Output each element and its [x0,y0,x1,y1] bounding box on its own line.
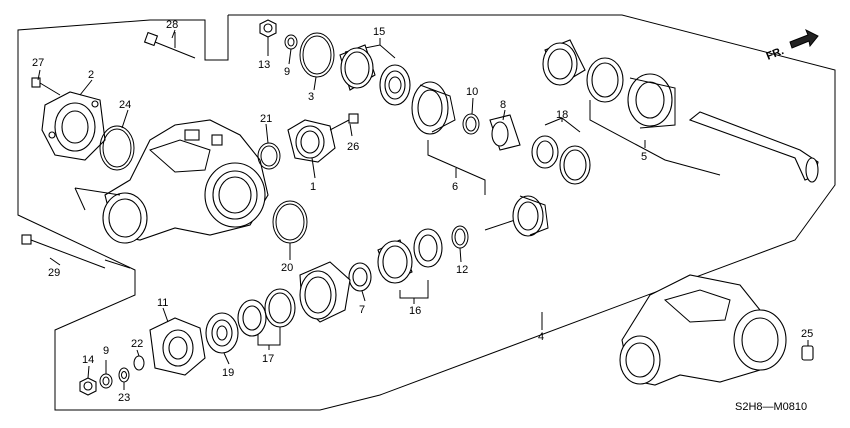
part-label-p25: 25 [801,328,813,340]
output-shaft [688,111,819,183]
assembly-boundary [17,14,836,411]
bracket-5 [589,100,721,176]
leader-lines [37,29,809,390]
washer-9-bottom [99,373,113,389]
bolt-27 [31,77,61,96]
part-label-p28: 28 [166,19,178,31]
nut-13 [259,19,277,38]
bracket-6 [427,140,486,195]
transfer-housing [74,119,269,244]
bracket-16 [399,280,429,299]
part-label-p11: 11 [157,297,168,309]
part-label-p17: 17 [262,353,274,365]
part-label-p12: 12 [456,264,468,276]
part-label-p14: 14 [82,354,94,366]
bearing-18 [531,135,591,185]
part-label-p13: 13 [258,59,270,71]
part-label-p5: 5 [641,151,647,163]
part-label-p8: 8 [500,99,506,111]
part-label-p27: 27 [32,57,44,69]
gear-19 [205,312,239,354]
washer-23 [118,367,130,383]
part-label-p22: 22 [131,338,143,350]
part-label-p1: 1 [310,181,316,193]
part-label-p23: 23 [118,392,130,404]
cap-1 [287,119,336,163]
seal-3 [299,32,335,78]
front-label: FR. [765,45,786,63]
part-label-p24: 24 [119,99,131,111]
bevel-gear-6 [411,81,456,135]
part-label-p20: 20 [281,262,293,274]
o-ring-24 [99,125,135,171]
part-label-p21: 21 [260,113,272,125]
pinion-shaft-6 [484,195,549,237]
o-ring-20 [272,200,308,244]
part-label-p2: 2 [88,69,94,81]
nut-14 [79,377,97,396]
part-label-p7: 7 [359,304,365,316]
part-label-p29: 29 [48,267,60,279]
bearing-16 [377,228,443,284]
part-label-p16: 16 [409,305,421,317]
collar-7 [348,262,372,292]
bolt-29 [21,234,131,269]
gear-assembly-5 [542,39,676,129]
cover-2 [41,91,106,161]
part-label-p19: 19 [222,367,234,379]
part-label-p26: 26 [347,141,359,153]
spacer-8 [489,114,521,151]
bearing-15 [339,44,411,106]
front-arrow-icon [789,28,819,49]
part-label-p4: 4 [538,331,544,343]
assembly-4 [619,274,787,386]
part-label-p6: 6 [452,181,458,193]
bolt-28 [143,31,196,59]
flange-11 [149,317,206,376]
part-label-p10: 10 [466,86,478,98]
part-label-p9a: 9 [284,66,290,78]
part-labels: 1234567899101112131415161718192021222324… [32,19,813,404]
bearing-17 [237,288,296,337]
o-ring-22 [133,355,145,371]
o-ring-21 [257,142,281,170]
washer-10 [462,113,480,135]
part-label-p15: 15 [373,26,385,38]
pin-25 [801,345,814,361]
part-label-p18: 18 [556,109,568,121]
part-label-p3: 3 [308,91,314,103]
diagram-code: S2H8—M0810 [735,401,807,413]
part-label-p9b: 9 [103,345,109,357]
washer-9-top [284,34,298,50]
bolt-26 [329,113,359,131]
sleeve [299,261,351,323]
